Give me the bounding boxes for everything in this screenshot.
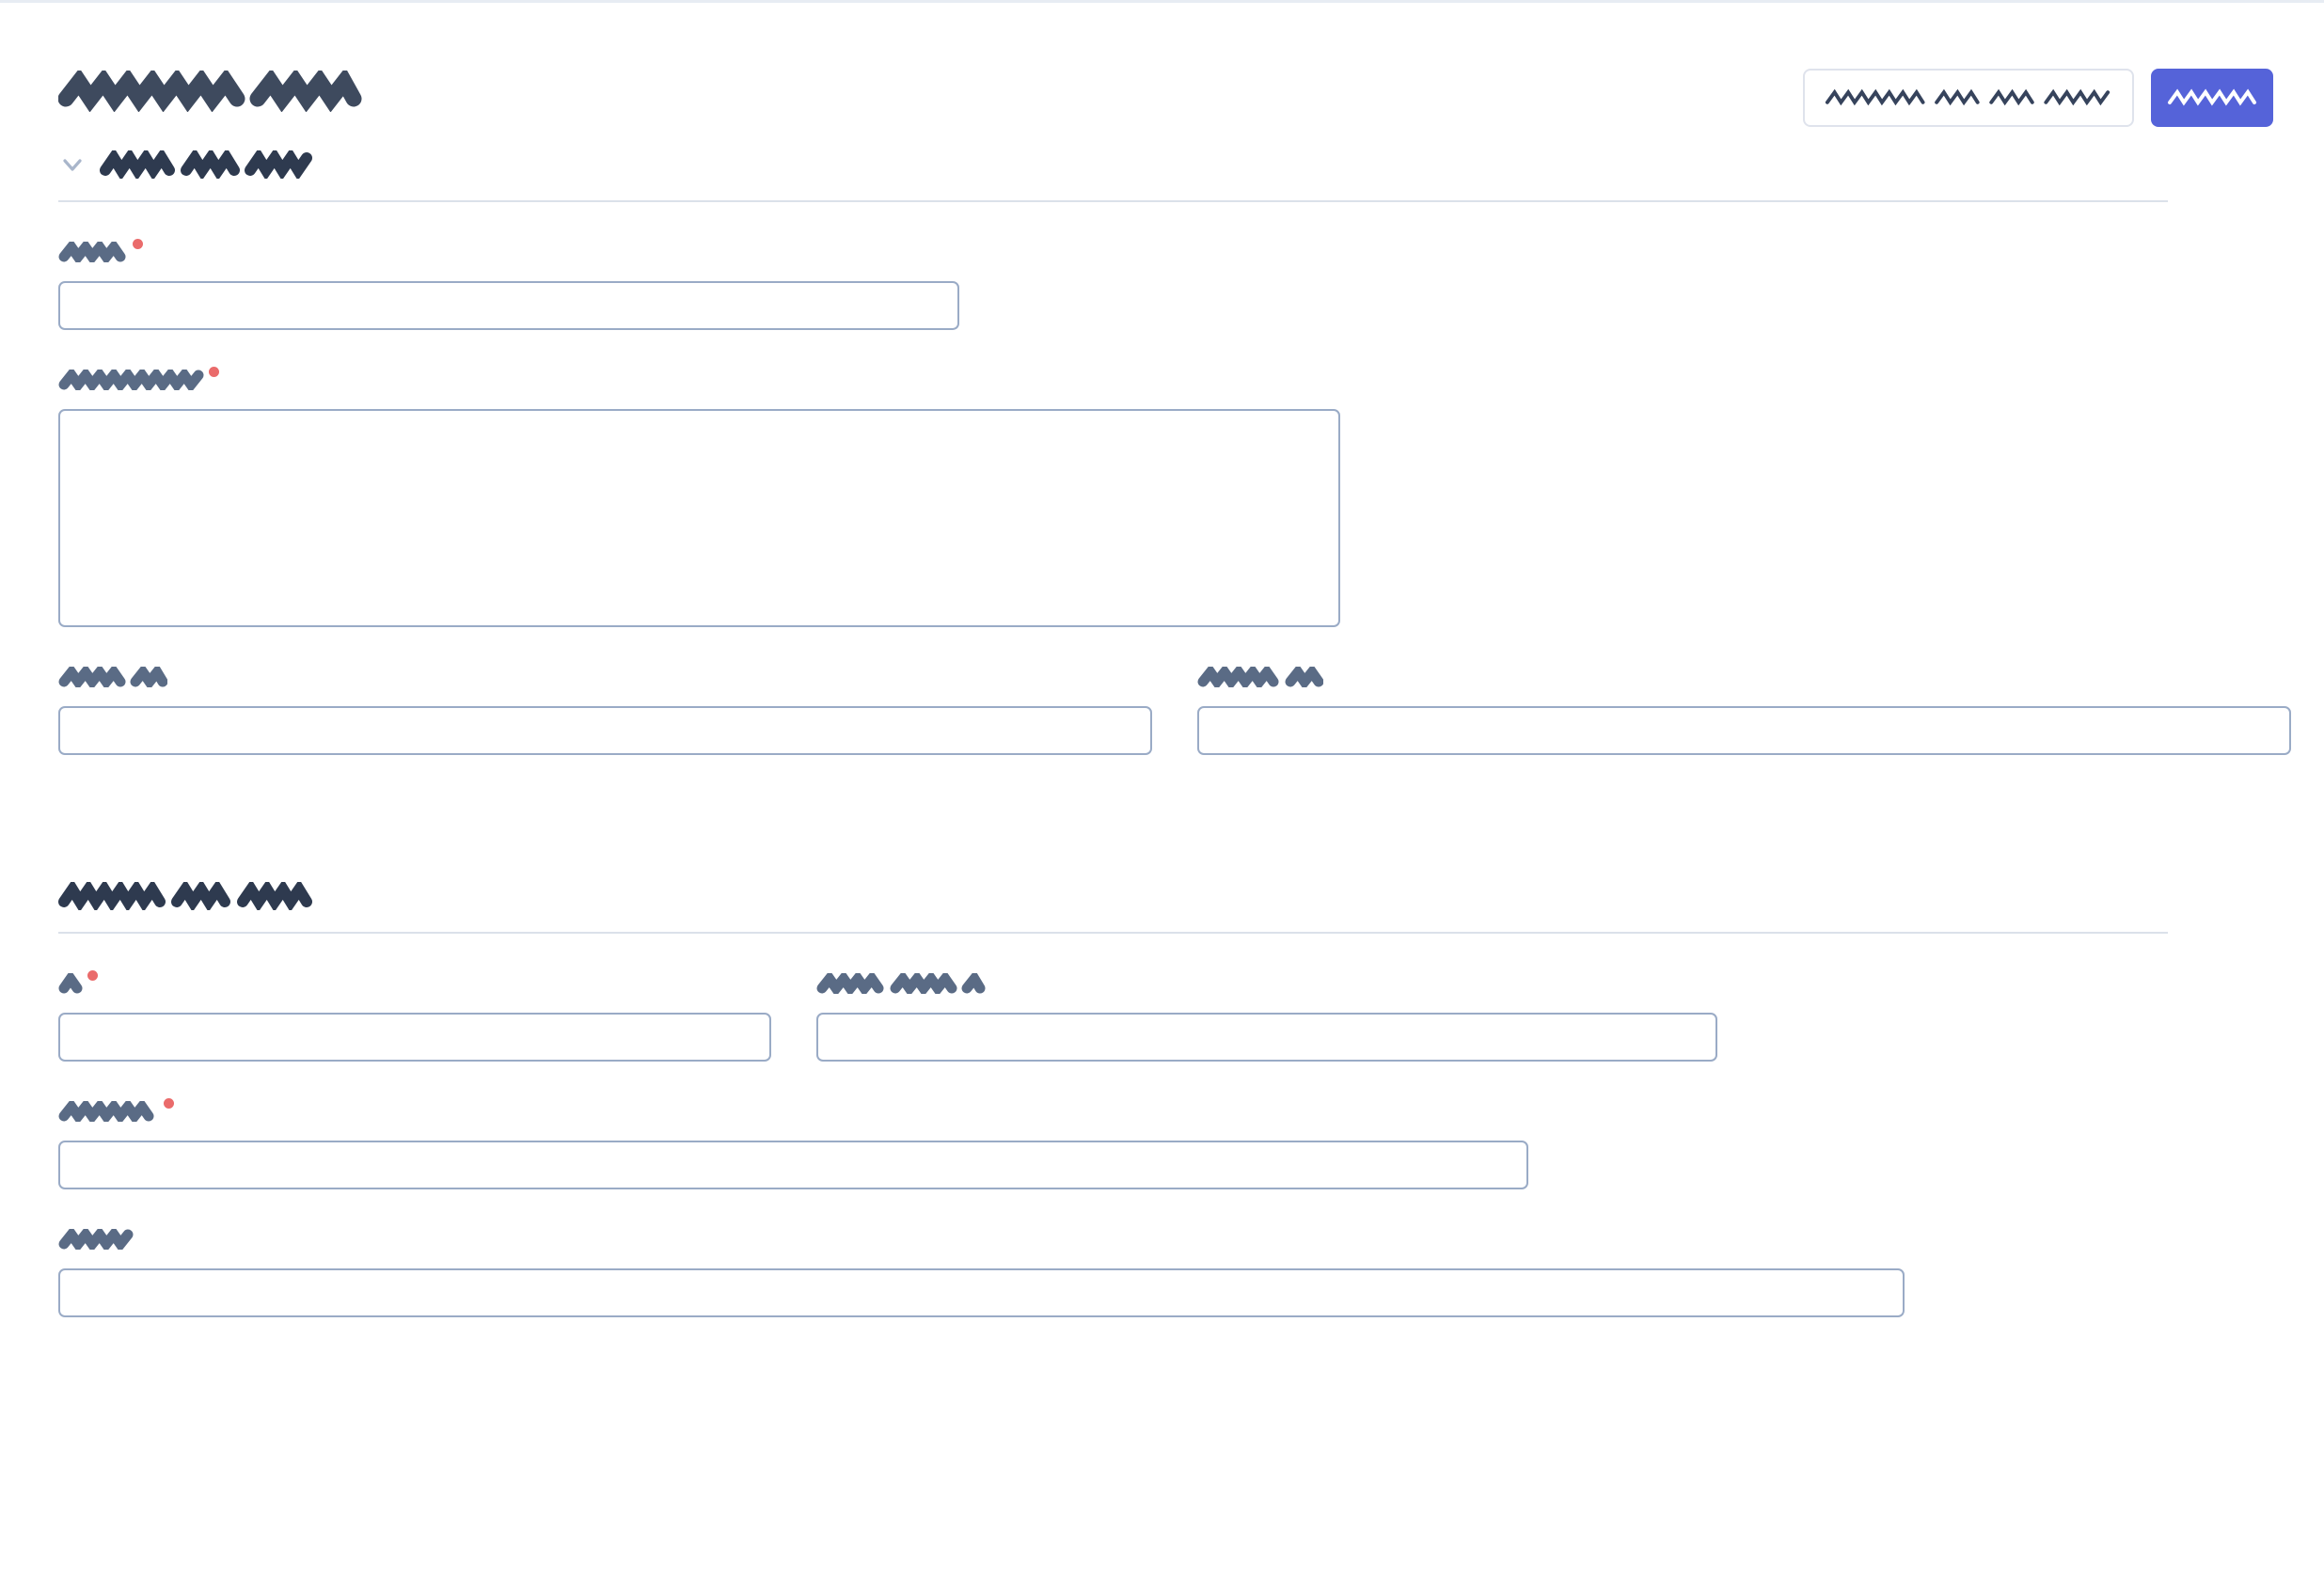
field-row bbox=[58, 663, 2324, 755]
field-code-input[interactable] bbox=[816, 1013, 1717, 1062]
label-text bbox=[1197, 663, 1324, 691]
label-text bbox=[58, 969, 83, 994]
required-marker bbox=[164, 1098, 174, 1109]
field-left-wrapper bbox=[58, 663, 1152, 755]
label-text bbox=[816, 969, 986, 998]
section-divider-1 bbox=[58, 200, 2168, 202]
required-marker bbox=[209, 367, 219, 377]
section-title-2 bbox=[58, 879, 322, 912]
page-title bbox=[57, 67, 378, 113]
field-name-label bbox=[58, 238, 2324, 266]
section-general bbox=[0, 144, 2324, 755]
field-name bbox=[58, 238, 2324, 330]
primary-button[interactable] bbox=[2151, 69, 2273, 127]
field-description-label bbox=[58, 366, 2324, 394]
field-code-wrapper bbox=[816, 969, 1717, 1062]
section-header-1[interactable] bbox=[0, 144, 2324, 185]
field-address-label bbox=[58, 1097, 2324, 1125]
field-code-label bbox=[816, 969, 1717, 998]
field-notes bbox=[58, 1225, 2324, 1317]
label-text bbox=[58, 238, 128, 266]
field-notes-input[interactable] bbox=[58, 1268, 1905, 1317]
field-notes-label bbox=[58, 1225, 2324, 1253]
header-actions bbox=[1803, 69, 2273, 127]
required-marker bbox=[87, 970, 98, 981]
secondary-button[interactable] bbox=[1803, 69, 2134, 127]
field-id-input[interactable] bbox=[58, 1013, 771, 1062]
label-text bbox=[58, 366, 204, 394]
field-right-input[interactable] bbox=[1197, 706, 2291, 755]
label-text bbox=[58, 663, 168, 691]
field-description bbox=[58, 366, 2324, 627]
field-row-2 bbox=[58, 969, 2324, 1062]
section-title-1 bbox=[100, 148, 316, 181]
required-marker bbox=[133, 239, 143, 249]
section-gap bbox=[0, 755, 2324, 875]
field-name-input[interactable] bbox=[58, 281, 959, 330]
field-right-wrapper bbox=[1197, 663, 2291, 755]
field-left-input[interactable] bbox=[58, 706, 1152, 755]
field-address bbox=[58, 1097, 2324, 1189]
field-id-label bbox=[58, 969, 771, 998]
section-2-fields bbox=[0, 969, 2324, 1317]
label-text bbox=[58, 1225, 135, 1253]
chevron-down-icon[interactable] bbox=[58, 150, 87, 179]
field-description-textarea[interactable] bbox=[58, 409, 1340, 627]
label-text bbox=[58, 1097, 159, 1125]
section-header-2[interactable] bbox=[0, 875, 2324, 917]
field-address-input[interactable] bbox=[58, 1141, 1528, 1189]
page-header bbox=[0, 3, 2324, 144]
section-details bbox=[0, 875, 2324, 1317]
field-left-label bbox=[58, 663, 1152, 691]
field-id-wrapper bbox=[58, 969, 771, 1062]
section-1-fields bbox=[0, 238, 2324, 755]
field-right-label bbox=[1197, 663, 2291, 691]
section-divider-2 bbox=[58, 932, 2168, 934]
